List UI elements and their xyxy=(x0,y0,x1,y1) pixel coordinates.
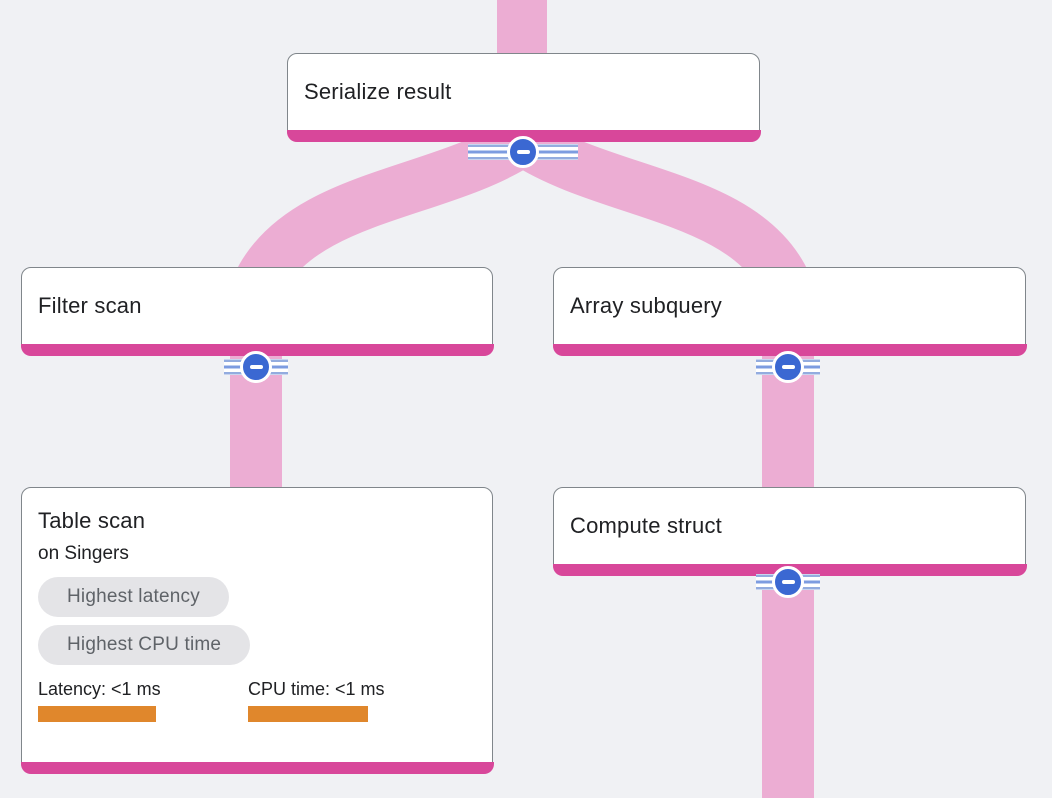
node-compute-struct[interactable]: Compute struct xyxy=(552,487,1027,576)
cpu-time-stat-bar xyxy=(248,706,368,722)
node-array-subquery[interactable]: Array subquery xyxy=(552,267,1027,356)
node-accent-bar xyxy=(286,129,761,142)
badge-highest-cpu-time: Highest CPU time xyxy=(38,625,251,665)
node-accent-bar xyxy=(20,343,494,356)
node-subtitle: on Singers xyxy=(38,543,129,564)
minus-icon xyxy=(772,351,804,383)
node-title: Table scan xyxy=(38,508,146,533)
collapse-button-serialize-result[interactable] xyxy=(468,136,578,168)
collapse-button-filter-scan[interactable] xyxy=(224,351,288,383)
edge-above-to-serialize xyxy=(497,0,547,60)
node-title: Serialize result xyxy=(304,79,452,104)
node-title: Filter scan xyxy=(38,293,142,318)
edge-serialize-to-filter xyxy=(234,117,538,298)
edge-compute-to-below xyxy=(762,568,814,798)
node-title: Array subquery xyxy=(570,293,722,318)
node-table-scan[interactable]: Table scan on Singers Highest latency Hi… xyxy=(20,487,494,774)
minus-icon xyxy=(772,566,804,598)
node-accent-bar xyxy=(20,761,494,774)
node-serialize-result[interactable]: Serialize result xyxy=(286,53,761,142)
minus-icon xyxy=(240,351,272,383)
minus-icon xyxy=(507,136,539,168)
collapse-button-array-subquery[interactable] xyxy=(756,351,820,383)
edge-serialize-to-array xyxy=(508,117,810,297)
badge-highest-latency: Highest latency xyxy=(38,577,229,617)
cpu-time-stat-label: CPU time: <1 ms xyxy=(248,679,385,699)
node-title: Compute struct xyxy=(570,513,722,538)
collapse-button-compute-struct[interactable] xyxy=(756,566,820,598)
node-filter-scan[interactable]: Filter scan xyxy=(20,267,494,356)
latency-stat-label: Latency: <1 ms xyxy=(38,679,161,699)
node-accent-bar xyxy=(552,343,1027,356)
latency-stat-bar xyxy=(38,706,156,722)
